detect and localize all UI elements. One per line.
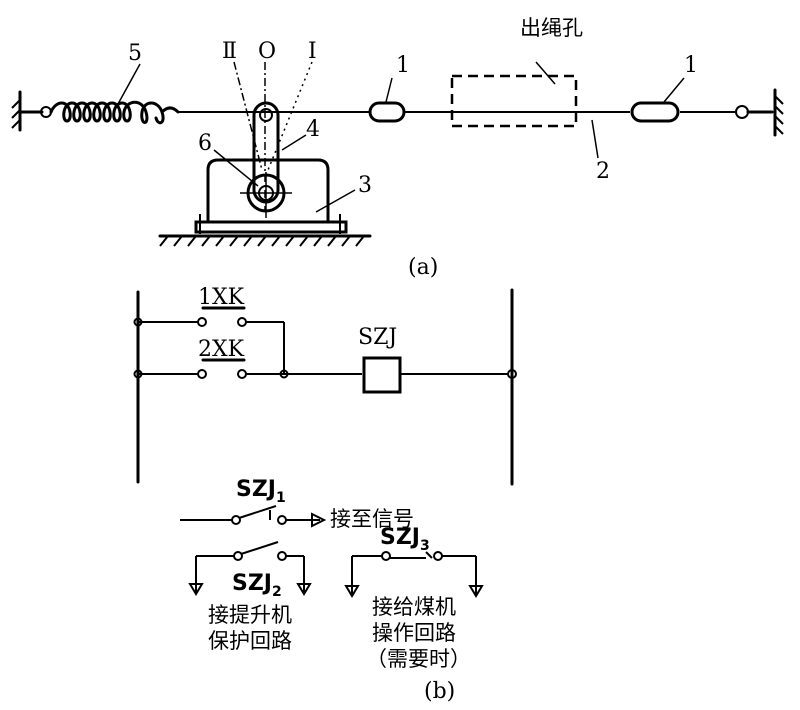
label-feeder-line1: 接给煤机 xyxy=(372,595,456,619)
contact-szj3 xyxy=(344,551,484,598)
caption-b: (b) xyxy=(424,679,455,704)
label-part-3: 3 xyxy=(358,173,372,198)
switch-housing xyxy=(206,158,330,224)
rope-hole-label: 出绳孔 xyxy=(520,16,583,40)
label-2xk: 2XK xyxy=(198,337,245,362)
figure-a: 出绳孔 xyxy=(11,16,784,280)
figure-b: 1XK 2XK SZJ SZJ1 接至信号 xyxy=(133,285,517,704)
label-part-1-left: 1 xyxy=(396,53,410,78)
label-part-4: 4 xyxy=(306,117,320,142)
tension-spring xyxy=(49,100,180,125)
label-part-6: 6 xyxy=(198,131,212,156)
label-feeder-line3: （需要时） xyxy=(366,647,471,671)
label-relay: SZJ xyxy=(358,325,397,350)
label-position-i: Ⅰ xyxy=(308,39,317,64)
switch-1xk xyxy=(138,306,285,374)
switch-base xyxy=(158,214,372,247)
label-szj2: SZJ2 xyxy=(232,571,282,600)
position-line-i xyxy=(267,61,313,171)
label-szj3: SZJ3 xyxy=(380,525,430,554)
label-hoist-line1: 接提升机 xyxy=(208,603,292,627)
position-line-ii xyxy=(233,61,263,171)
label-feeder-line2: 操作回路 xyxy=(372,621,456,645)
contact-szj2 xyxy=(188,541,312,596)
rope-clip-right xyxy=(630,101,680,123)
contact-szj1 xyxy=(180,505,327,528)
label-part-1-right: 1 xyxy=(684,53,698,78)
label-1xk: 1XK xyxy=(198,285,245,310)
label-hoist-line2: 保护回路 xyxy=(208,629,292,653)
label-signal: 接至信号 xyxy=(330,507,414,531)
rope-hole-box xyxy=(450,74,578,128)
rope-clip-left xyxy=(368,101,406,123)
switch-2xk xyxy=(138,358,362,379)
lever-arm xyxy=(252,101,280,204)
label-part-2: 2 xyxy=(596,159,610,184)
caption-a: (a) xyxy=(408,255,438,280)
left-wall-anchor xyxy=(11,90,52,132)
relay-coil xyxy=(362,356,402,394)
label-position-o: O xyxy=(258,39,276,64)
label-position-ii: Ⅱ xyxy=(222,39,237,64)
right-wall-anchor xyxy=(735,88,784,137)
label-szj1: SZJ1 xyxy=(236,477,286,506)
label-part-5: 5 xyxy=(128,41,142,66)
